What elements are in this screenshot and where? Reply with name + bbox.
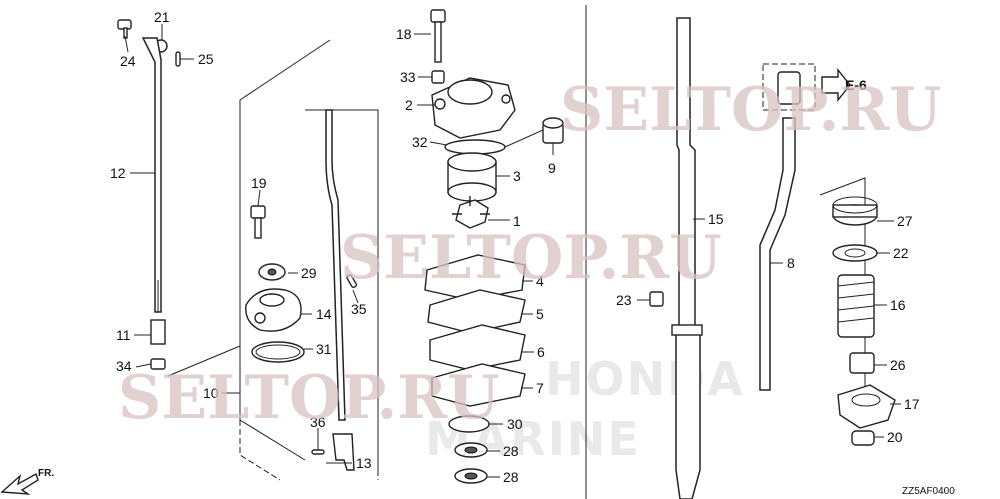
callout-22: 22: [893, 245, 909, 261]
leader-lines: [124, 24, 901, 478]
drive-shaft-collar: [671, 324, 703, 336]
callout-24: 24: [120, 53, 136, 69]
callout-33: 33: [400, 69, 416, 85]
callout-14: 14: [316, 306, 332, 322]
part-7-gasket: [431, 363, 526, 407]
part-28-oil-seal-upper: [454, 442, 488, 458]
callout-4: 4: [536, 273, 544, 289]
water-tube-grommet: [777, 71, 801, 105]
callout-5: 5: [536, 306, 544, 322]
front-direction-indicator: FR.: [0, 468, 54, 495]
callout-30: 30: [507, 416, 523, 432]
part-3-insert: [447, 152, 497, 202]
callout-12: 12: [110, 165, 126, 181]
callout-6: 6: [537, 344, 545, 360]
callout-26: 26: [890, 357, 906, 373]
gear-group: [832, 196, 896, 446]
part-2-pump-housing: [431, 77, 516, 139]
watermark-2: SELTOP.RU: [340, 223, 722, 293]
callout-2: 2: [405, 97, 413, 113]
callout-29: 29: [301, 265, 317, 281]
part-23-clip: [649, 291, 664, 307]
part-16-spring: [837, 274, 875, 338]
callout-labels: 24 21 25 12 11 34 19 29 14 31 10 35 36 1…: [110, 9, 955, 497]
part-27-bearing: [832, 196, 878, 226]
part-4-plate: [424, 254, 526, 301]
part-14-housing: [245, 288, 302, 332]
callout-20: 20: [887, 429, 903, 445]
part-19-bolt: [250, 205, 266, 239]
part-6-plate: [429, 324, 526, 371]
callout-16: 16: [890, 297, 906, 313]
part-5-gasket: [427, 289, 526, 334]
callout-31: 31: [316, 341, 332, 357]
callout-34: 34: [116, 358, 132, 374]
part-11-joint: [150, 319, 166, 345]
part-25-pin: [175, 51, 181, 67]
callout-21: 21: [154, 9, 170, 25]
part-10-inner-rod: [325, 109, 346, 421]
part-33-collar: [431, 70, 445, 84]
watermarks: SELTOP.RU SELTOP.RU SELTOP.RU: [118, 75, 942, 433]
reference-arrow-icon: [821, 68, 851, 102]
callout-9: 9: [548, 160, 556, 176]
part-18-bolt: [430, 9, 446, 63]
shift-rod-group: [117, 19, 379, 481]
part-8-water-tube: [759, 117, 796, 391]
callout-27: 27: [897, 213, 913, 229]
callout-28-upper: 28: [503, 443, 519, 459]
part-36-pin: [311, 449, 325, 455]
part-31-o-ring: [251, 341, 305, 363]
part-32-gasket: [444, 139, 506, 155]
watermark-3: SELTOP.RU: [118, 363, 500, 433]
part-12-shift-rod: [141, 37, 162, 313]
part-22-washer: [832, 244, 878, 262]
callout-19: 19: [251, 175, 267, 191]
part-13-shift-cam: [332, 433, 355, 471]
e6-reference-box: [762, 63, 816, 111]
part-26-needle-bearing: [849, 352, 875, 374]
callout-11: 11: [116, 327, 131, 343]
watermark-1: SELTOP.RU: [560, 75, 942, 145]
part-28-oil-seal-lower: [454, 468, 488, 484]
water-pump-group: [424, 9, 564, 484]
part-20-nut: [851, 430, 875, 446]
drive-shaft-group: [585, 5, 703, 499]
callout-28-lower: 28: [503, 469, 519, 485]
callout-13: 13: [356, 455, 372, 471]
part-15-drive-shaft: [675, 17, 701, 499]
front-label: FR.: [38, 468, 54, 479]
callout-10: 10: [203, 385, 219, 401]
callout-7: 7: [536, 380, 544, 396]
callout-8: 8: [787, 255, 795, 271]
reference-e6-label: E-6: [845, 77, 867, 93]
drawing-code: ZZ5AF0400: [902, 486, 955, 497]
callout-1: 1: [513, 213, 521, 229]
callout-3: 3: [513, 168, 521, 184]
part-17-pinion-gear: [837, 384, 896, 429]
callout-35: 35: [351, 301, 367, 317]
callout-15: 15: [708, 211, 724, 227]
callout-18: 18: [396, 26, 412, 42]
callout-36: 36: [310, 414, 326, 430]
callout-32: 32: [412, 134, 428, 150]
callout-25: 25: [198, 51, 214, 67]
water-tube-group: [759, 63, 866, 420]
part-35-pin: [346, 274, 358, 289]
part-1-impeller: [452, 196, 490, 229]
front-arrow-icon: [0, 472, 39, 495]
callout-17: 17: [904, 396, 920, 412]
brand-word-1: HONDA: [545, 352, 745, 406]
part-24-bolt: [117, 19, 132, 39]
callout-23: 23: [616, 292, 632, 308]
